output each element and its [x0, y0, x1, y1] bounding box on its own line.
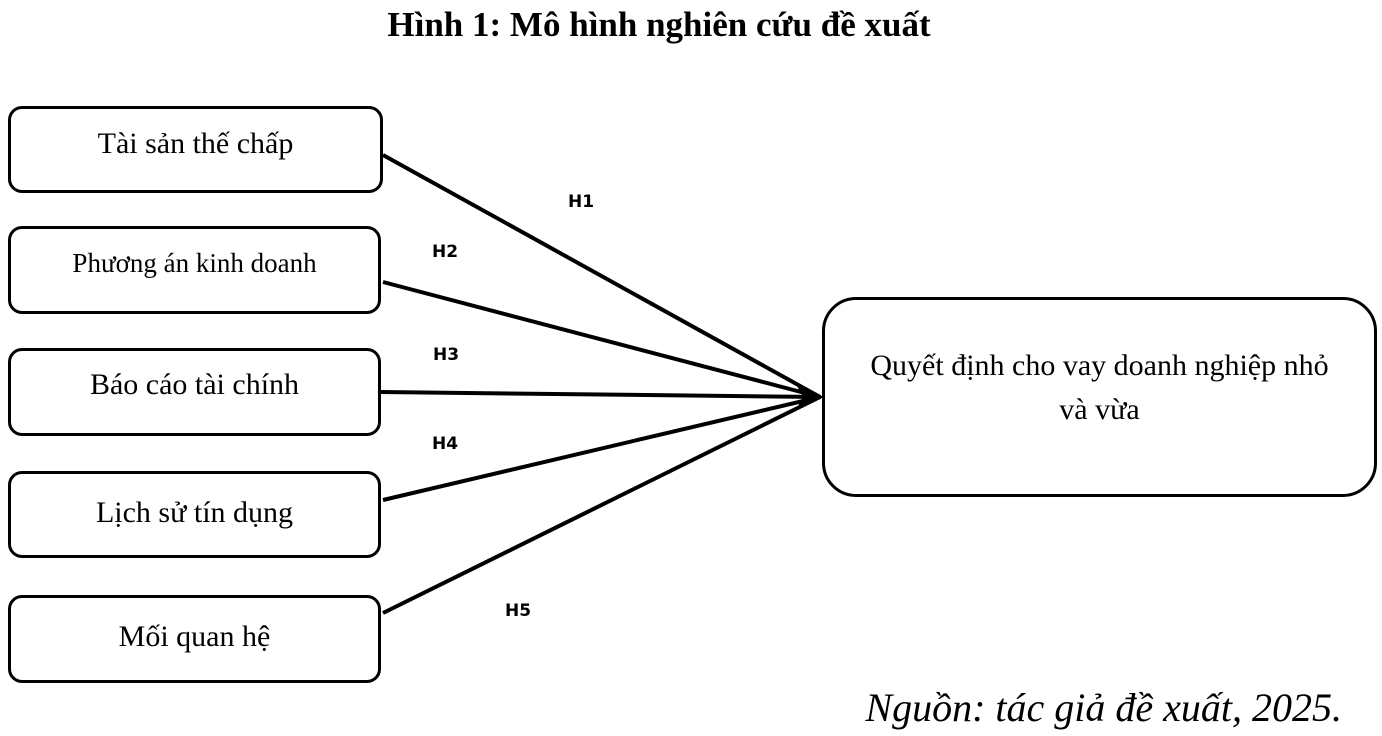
factor-relationship: Mối quan hệ [8, 595, 381, 683]
factor-label: Tài sản thế chấp [97, 126, 294, 160]
hypothesis-label-h1: H1 [568, 192, 595, 212]
arrow-h1 [382, 153, 821, 399]
figure-source: Nguồn: tác giả đề xuất, 2025. [865, 685, 1342, 730]
arrow-h3 [380, 390, 821, 399]
factor-label: Mối quan hệ [118, 620, 271, 653]
arrow-h2 [382, 280, 821, 399]
factor-financial-statements: Báo cáo tài chính [8, 348, 381, 436]
hypothesis-label-h2: H2 [432, 242, 459, 262]
factor-label: Phương án kinh doanh [72, 247, 317, 278]
outcome-label: Quyết định cho vay doanh nghiệp nhỏ và v… [870, 349, 1329, 426]
outcome-lending-decision: Quyết định cho vay doanh nghiệp nhỏ và v… [822, 297, 1377, 497]
factor-collateral: Tài sản thế chấp [8, 106, 383, 193]
hypothesis-label-h5: H5 [505, 601, 532, 621]
hypothesis-label-h4: H4 [432, 434, 459, 454]
arrowhead-icon [796, 384, 824, 410]
factor-label: Báo cáo tài chính [89, 368, 300, 401]
arrow-h5 [382, 395, 821, 615]
hypothesis-label-h3: H3 [433, 345, 460, 365]
figure-title: Hình 1: Mô hình nghiên cứu đề xuất [387, 5, 931, 44]
factor-business-plan: Phương án kinh doanh [8, 226, 381, 314]
factor-credit-history: Lịch sử tín dụng [8, 471, 381, 558]
arrow-h4 [382, 395, 821, 502]
factor-label: Lịch sử tín dụng [95, 495, 294, 529]
